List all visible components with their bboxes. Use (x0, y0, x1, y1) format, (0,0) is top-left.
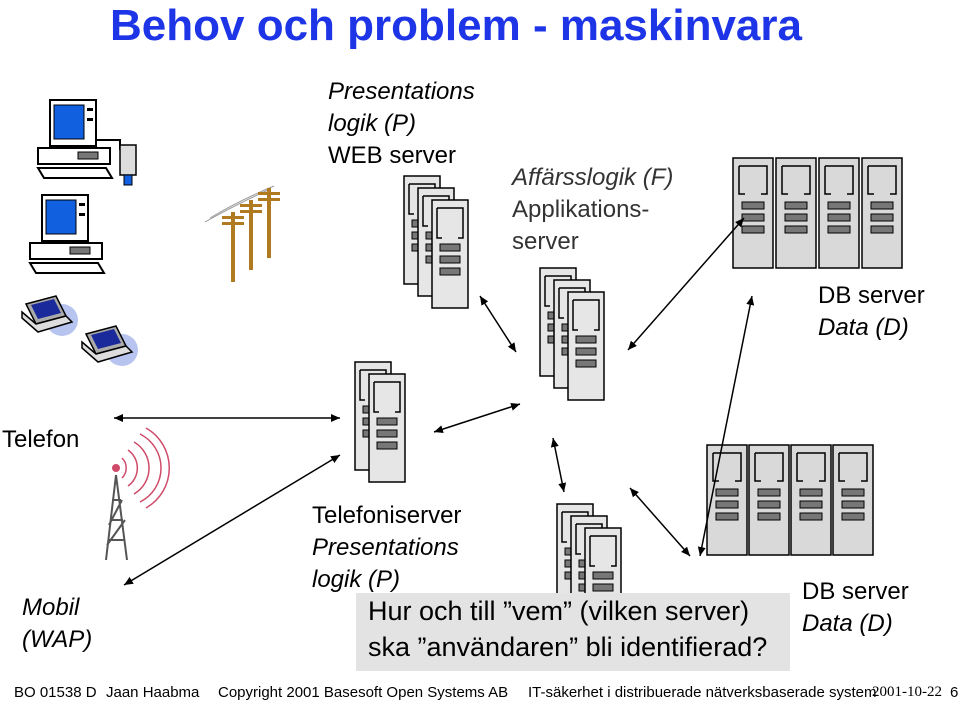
desktop-computer-icon (29, 194, 105, 274)
slide-title: Behov och problem - maskinvara (110, 1, 802, 50)
application-server-icon (540, 268, 604, 400)
label-line: Presentations (328, 78, 475, 105)
page-number: 6 (950, 684, 959, 701)
footer: BO 01538 D Jaan Haabma Copyright 2001 Ba… (0, 680, 960, 706)
label-line: DB server (818, 282, 925, 309)
db-server-bottom-icon (706, 444, 874, 556)
label-line: Affärsslogik (F) (512, 164, 674, 191)
footer-subject: IT-säkerhet i distribuerade nätverksbase… (528, 684, 877, 701)
laptop-icon (81, 325, 139, 367)
db-server-top-label: DB server Data (D) (818, 280, 925, 344)
telephone-poles-icon (204, 185, 280, 282)
callout-line: Hur och till ”vem” (vilken server) (368, 596, 750, 626)
telefoniserver-label: Telefoniserver Presentations logik (P) (312, 500, 461, 596)
label-line: WEB server (328, 142, 457, 169)
label-line: logik (P) (328, 110, 417, 137)
label-line: Data (D) (818, 314, 909, 341)
callout-line: ska ”användaren” bli identifierad? (368, 632, 768, 662)
label-line: Presentations (312, 534, 459, 561)
radio-mast-icon (105, 427, 171, 561)
footer-author: Jaan Haabma (106, 684, 200, 701)
mobil-label: Mobil (WAP) (22, 592, 92, 656)
web-server-icon (404, 176, 468, 308)
footer-course: BO 01538 D (14, 684, 97, 701)
modem-icon (95, 139, 137, 186)
question-callout: Hur och till ”vem” (vilken server) ska ”… (356, 593, 790, 671)
web-server-label: Presentations logik (P) WEB server (328, 76, 475, 172)
app-server-label: Affärsslogik (F) Applikations- server (512, 162, 673, 258)
footer-copyright: Copyright 2001 Basesoft Open Systems AB (218, 684, 509, 701)
db-server-top-icon (732, 157, 903, 269)
telephony-server-icon (355, 362, 405, 482)
label-line: (WAP) (22, 626, 93, 653)
label-line: Data (D) (802, 610, 893, 637)
label-line: logik (P) (312, 566, 401, 593)
laptop-icon (21, 295, 79, 337)
label-line: Mobil (22, 594, 80, 621)
footer-date: 2001-10-22 (872, 684, 942, 700)
connection-arrows (114, 217, 755, 586)
label-line: Applikations- (512, 196, 650, 223)
label-line: server (512, 228, 579, 255)
label-line: Telefoniserver (312, 502, 462, 529)
telefon-label: Telefon (2, 426, 80, 453)
db-server-bottom-label: DB server Data (D) (802, 576, 909, 640)
label-line: DB server (802, 578, 909, 605)
